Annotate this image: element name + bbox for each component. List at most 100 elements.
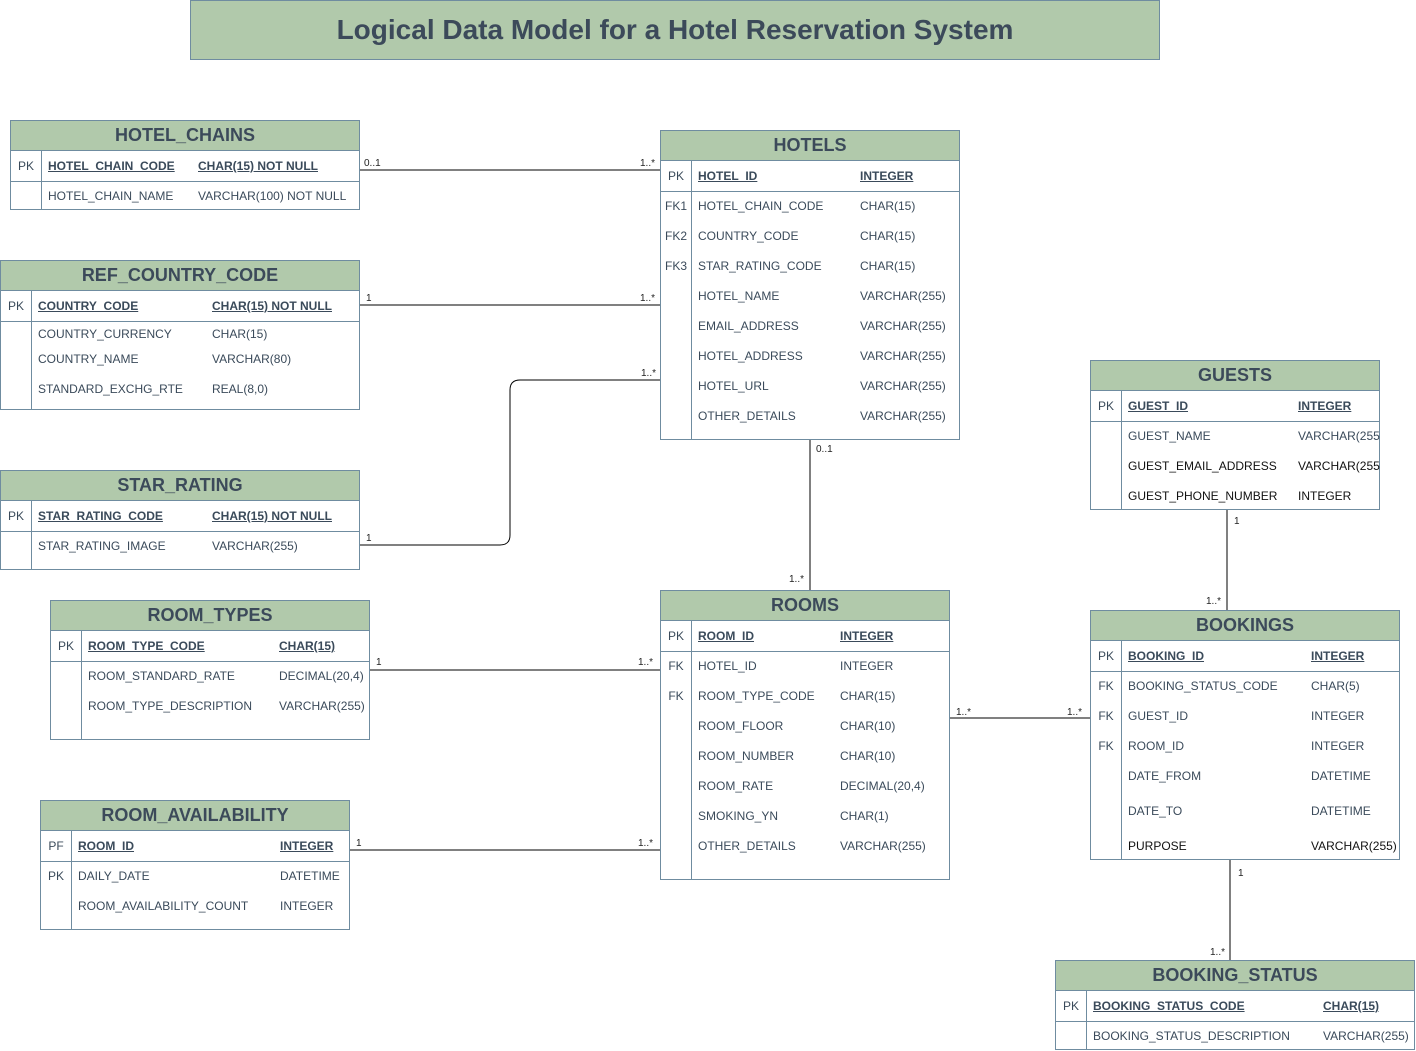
- field-type: DATETIME: [280, 869, 340, 883]
- key-column: [661, 161, 692, 439]
- cardinality-label: 1..*: [640, 158, 656, 169]
- field-type: INTEGER: [280, 839, 334, 853]
- field-type: DECIMAL(20,4): [840, 779, 925, 793]
- field-type: CHAR(15): [860, 229, 916, 243]
- field-name: GUEST_EMAIL_ADDRESS: [1128, 459, 1277, 473]
- key-column: [1, 501, 32, 569]
- pk-separator: [661, 191, 959, 192]
- pk-separator: [11, 181, 359, 182]
- key-label: PK: [667, 629, 684, 643]
- key-column: [51, 631, 82, 739]
- field-type: CHAR(15) NOT NULL: [212, 509, 332, 523]
- field-name: HOTEL_ID: [698, 169, 758, 183]
- key-column: [11, 151, 42, 209]
- entity-title: STAR_RATING: [1, 471, 359, 501]
- cardinality-label: 1..*: [1206, 596, 1222, 607]
- entity-title: REF_COUNTRY_CODE: [1, 261, 359, 291]
- field-name: DATE_TO: [1128, 804, 1183, 818]
- field-name: STAR_RATING_CODE: [38, 509, 163, 523]
- key-label: FK3: [664, 259, 687, 273]
- field-type: VARCHAR(100) NOT NULL: [198, 189, 347, 203]
- key-label: PK: [1097, 649, 1114, 663]
- field-name: SMOKING_YN: [698, 809, 779, 823]
- field-type: VARCHAR(255): [860, 409, 946, 423]
- entity-title: ROOM_AVAILABILITY: [41, 801, 349, 831]
- entity-title: HOTELS: [661, 131, 959, 161]
- field-type: VARCHAR(255): [212, 539, 298, 553]
- field-type: CHAR(1): [840, 809, 889, 823]
- field-type: CHAR(10): [840, 749, 896, 763]
- key-label: PK: [1062, 999, 1079, 1013]
- field-name: ROOM_ID: [78, 839, 135, 853]
- key-label: PF: [48, 839, 64, 853]
- cardinality-label: 1..*: [1067, 707, 1083, 718]
- key-column: [1091, 641, 1122, 859]
- key-column: [1056, 991, 1087, 1049]
- field-type: VARCHAR(255): [279, 699, 365, 713]
- field-name: HOTEL_ADDRESS: [698, 349, 803, 363]
- cardinality-label: 1..*: [640, 293, 656, 304]
- field-name: ROOM_ID: [1128, 739, 1185, 753]
- key-column: [1, 291, 32, 409]
- pk-separator: [1056, 1021, 1414, 1022]
- key-label: PK: [1097, 399, 1114, 413]
- relationship-star-rating-hotels: [360, 379, 660, 546]
- cardinality-label: 1: [1238, 868, 1244, 879]
- field-type: CHAR(15) NOT NULL: [212, 299, 332, 313]
- field-name: STAR_RATING_CODE: [698, 259, 822, 273]
- field-name: ROOM_NUMBER: [698, 749, 795, 763]
- key-column: [661, 621, 692, 879]
- field-type: INTEGER: [840, 659, 894, 673]
- field-name: HOTEL_URL: [698, 379, 769, 393]
- field-type: INTEGER: [1311, 709, 1365, 723]
- pk-separator: [1, 321, 359, 322]
- field-name: ROOM_TYPE_CODE: [88, 639, 205, 653]
- field-name: HOTEL_ID: [698, 659, 757, 673]
- key-label: FK2: [664, 229, 687, 243]
- key-label: PK: [7, 509, 24, 523]
- entity-title: ROOM_TYPES: [51, 601, 369, 631]
- pk-separator: [51, 661, 369, 662]
- entity-title: BOOKINGS: [1091, 611, 1399, 641]
- field-name: GUEST_PHONE_NUMBER: [1128, 489, 1278, 503]
- field-type: DATETIME: [1311, 804, 1371, 818]
- key-label: FK: [1098, 679, 1114, 693]
- field-type: CHAR(10): [840, 719, 896, 733]
- field-type: VARCHAR(255): [1311, 839, 1397, 853]
- field-name: GUEST_NAME: [1128, 429, 1211, 443]
- cardinality-label: 1: [1234, 516, 1240, 527]
- field-type: CHAR(15): [279, 639, 336, 653]
- field-type: CHAR(15): [212, 327, 268, 341]
- field-name: EMAIL_ADDRESS: [698, 319, 799, 333]
- field-name: STAR_RATING_IMAGE: [38, 539, 166, 553]
- pk-separator: [661, 651, 949, 652]
- field-name: ROOM_FLOOR: [698, 719, 784, 733]
- field-type: INTEGER: [1311, 739, 1365, 753]
- cardinality-label: 1: [376, 657, 382, 668]
- field-name: OTHER_DETAILS: [698, 409, 796, 423]
- field-type: VARCHAR(255): [1323, 1029, 1409, 1043]
- field-type: INTEGER: [840, 629, 894, 643]
- cardinality-label: 0..1: [816, 444, 833, 455]
- field-name: ROOM_STANDARD_RATE: [88, 669, 235, 683]
- field-type: VARCHAR(255): [860, 319, 946, 333]
- field-type: VARCHAR(255): [860, 349, 946, 363]
- field-type: VARCHAR(255: [1298, 429, 1380, 443]
- field-name: OTHER_DETAILS: [698, 839, 796, 853]
- field-name: HOTEL_NAME: [698, 289, 780, 303]
- key-label: FK: [1098, 739, 1114, 753]
- field-name: DAILY_DATE: [78, 869, 150, 883]
- field-type: DATETIME: [1311, 769, 1371, 783]
- field-name: PURPOSE: [1128, 839, 1187, 853]
- field-type: INTEGER: [280, 899, 334, 913]
- field-name: BOOKING_ID: [1128, 649, 1205, 663]
- key-column: [41, 831, 72, 929]
- cardinality-label: 1: [366, 293, 372, 304]
- pk-separator: [1091, 421, 1379, 422]
